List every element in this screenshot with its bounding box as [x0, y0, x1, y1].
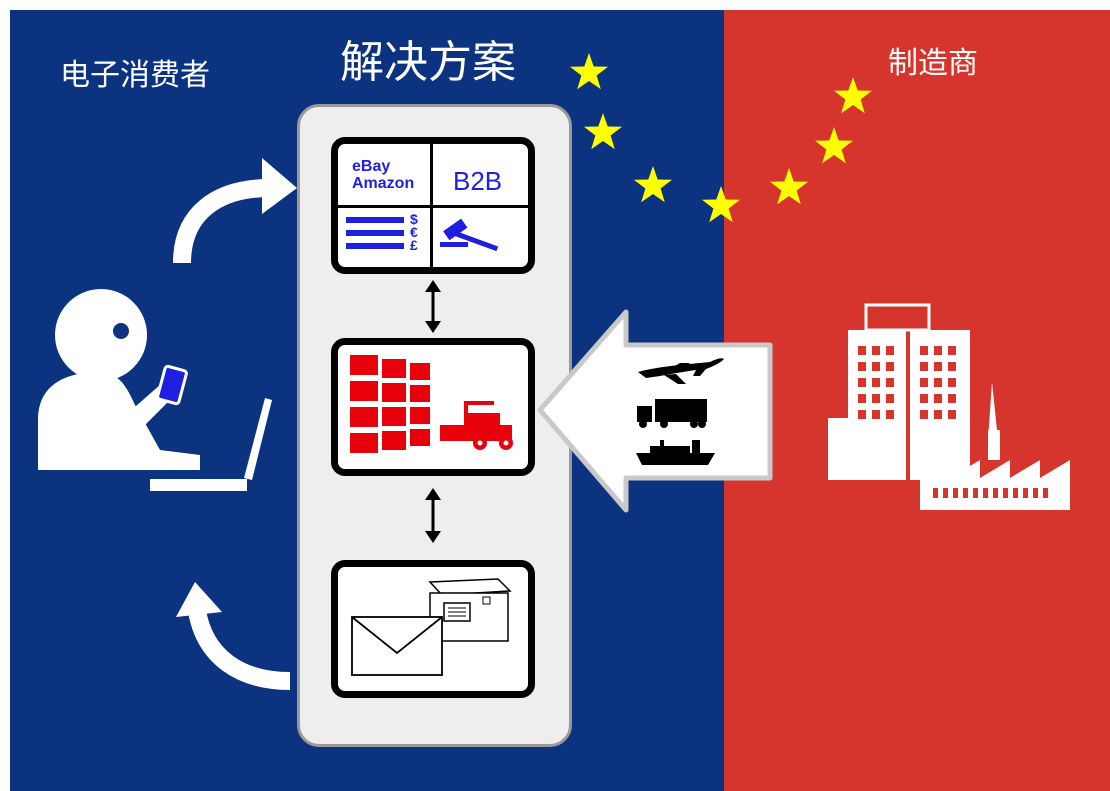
person-icon [38, 289, 200, 470]
forklift-icon [440, 401, 513, 450]
smartphone-icon [156, 364, 188, 406]
ebay-label: eBay [352, 158, 391, 175]
manufacturer-label: 制造商 [888, 46, 978, 81]
arrow-to-market-icon [173, 158, 297, 264]
warehouse-box [331, 338, 535, 476]
laptop-icon [150, 398, 272, 491]
envelope-icon [351, 616, 443, 676]
double-arrow-icon [425, 280, 441, 333]
grid-divider [338, 205, 528, 208]
solution-title: 解决方案 [340, 37, 516, 88]
marketplace-box: eBay Amazon B2B $ € £ [331, 137, 535, 274]
dollar-sign: $ [410, 211, 418, 227]
pound-sign: £ [410, 237, 418, 253]
airplane-icon [638, 358, 724, 384]
marketplace-names: eBay Amazon [352, 158, 414, 192]
office-building-icon [828, 303, 970, 480]
factory-icon [920, 382, 1070, 510]
cargo-ship-icon [636, 440, 715, 465]
consumer-label: 电子消费者 [60, 58, 210, 93]
euro-sign: € [410, 224, 418, 240]
b2b-label: B2B [453, 166, 503, 196]
double-arrow-icon [425, 488, 441, 543]
currency-symbols: $ € £ [410, 211, 424, 253]
shipping-box [331, 560, 535, 698]
auction-hammer-icon [440, 218, 499, 252]
amazon-label: Amazon [352, 175, 415, 192]
parcel-icon [428, 578, 512, 642]
truck-icon [637, 399, 707, 428]
price-list-icon [346, 217, 404, 249]
warehouse-shelves-icon [350, 355, 430, 453]
arrow-to-consumer-icon [176, 582, 291, 690]
